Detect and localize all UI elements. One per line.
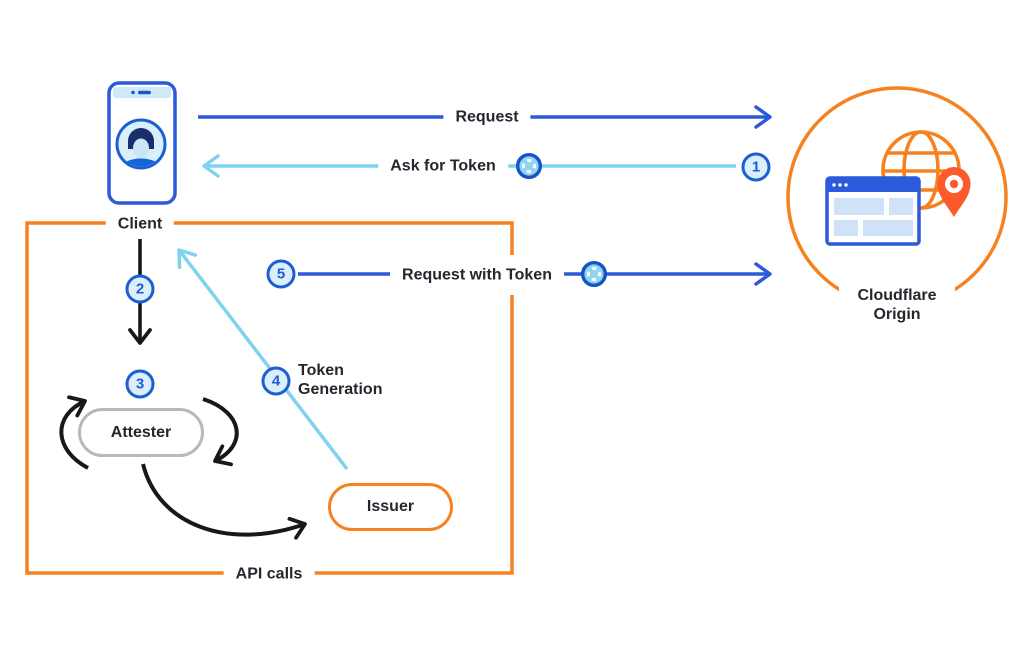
attester-cycle-right-arrow xyxy=(202,397,239,467)
issuer-to-client-arrow xyxy=(177,248,349,471)
token-icon xyxy=(515,152,543,180)
client-label: Client xyxy=(105,213,175,235)
attester-node: Attester xyxy=(78,408,204,457)
location-pin-icon xyxy=(937,167,971,217)
request-arrow-label: Request xyxy=(443,106,531,128)
step-2-badge: 2 xyxy=(125,274,155,304)
smartphone-icon xyxy=(107,81,177,205)
ask-for-token-label: Ask for Token xyxy=(378,155,508,177)
step-4-badge: 4 xyxy=(261,366,291,396)
step-5-badge: 5 xyxy=(266,259,296,289)
attester-cycle-left-arrow xyxy=(59,395,89,470)
user-avatar-icon xyxy=(115,118,167,170)
step-3-badge: 3 xyxy=(125,369,155,399)
token-generation-label: Token Generation xyxy=(298,361,383,398)
api-calls-label: API calls xyxy=(223,563,315,585)
token-icon xyxy=(580,260,608,288)
cloudflare-origin-label: Cloudflare Origin xyxy=(839,283,955,327)
attester-to-issuer-arrow xyxy=(141,463,307,540)
step-1-badge: 1 xyxy=(741,152,771,182)
request-with-token-label: Request with Token xyxy=(390,264,564,286)
browser-window-icon xyxy=(825,176,921,246)
issuer-node: Issuer xyxy=(328,483,453,531)
